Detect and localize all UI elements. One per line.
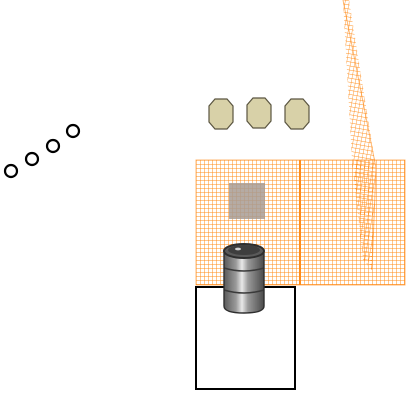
- octagon-token[interactable]: [284, 98, 310, 130]
- grey-patch[interactable]: [229, 183, 265, 219]
- octagon-token[interactable]: [208, 98, 234, 130]
- ring-token[interactable]: [65, 123, 81, 139]
- octagon-token[interactable]: [246, 97, 272, 129]
- mesh-panel: [342, 0, 377, 271]
- oil-barrel[interactable]: [223, 243, 265, 314]
- ring-token[interactable]: [24, 151, 40, 167]
- ring-token[interactable]: [45, 138, 61, 154]
- ring-token[interactable]: [3, 163, 19, 179]
- ring-tokens: [3, 123, 81, 179]
- octagon-tokens: [208, 97, 310, 130]
